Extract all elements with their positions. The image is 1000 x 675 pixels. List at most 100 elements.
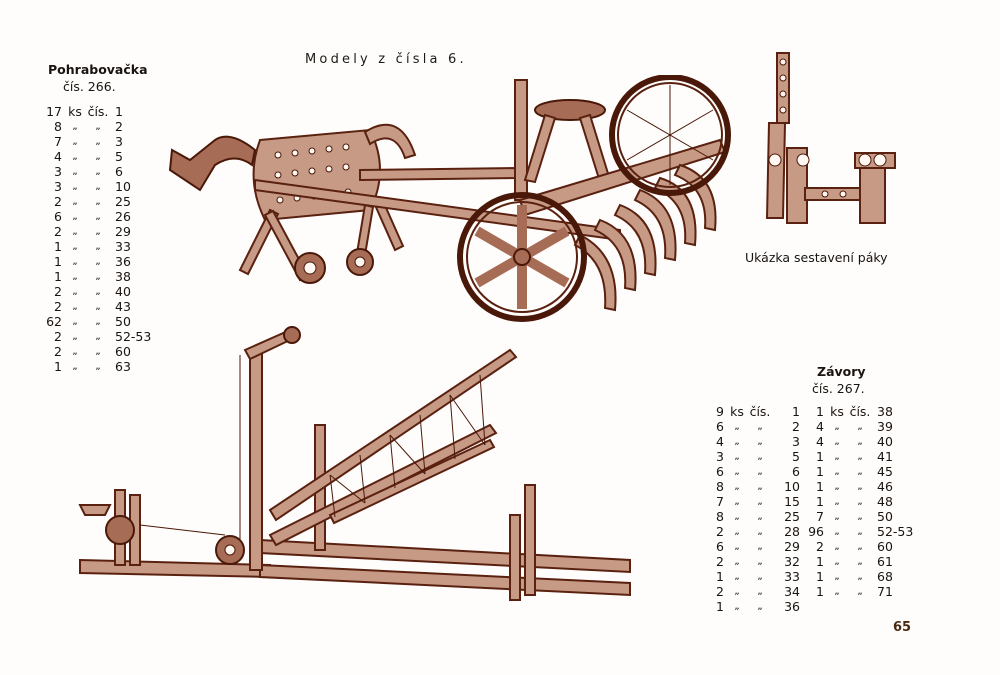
part-ref: „: [757, 496, 763, 507]
rake-frame: [514, 79, 727, 217]
part-number: 1: [792, 404, 800, 419]
rake-illustration: [168, 75, 731, 322]
part-row: 6„„6: [706, 464, 800, 479]
part-ref: „: [95, 196, 101, 207]
part-quantity: 4: [816, 419, 824, 434]
part-quantity: 2: [816, 539, 824, 554]
part-quantity: 2: [54, 224, 62, 239]
part-number: 10: [784, 479, 800, 494]
part-quantity: 2: [54, 194, 62, 209]
part-row: 1„„63: [44, 359, 157, 374]
part-quantity: 7: [816, 509, 824, 524]
part-quantity: 2: [54, 299, 62, 314]
part-number: 1: [115, 104, 123, 119]
part-unit: „: [734, 421, 740, 432]
part-number: 28: [784, 524, 800, 539]
part-number: 5: [115, 149, 123, 164]
part-quantity: 4: [716, 434, 724, 449]
part-quantity: 4: [54, 149, 62, 164]
part-number: 52-53: [877, 524, 914, 539]
part-row: 1„„68: [806, 569, 919, 584]
rake-wheel-front: [457, 192, 587, 322]
part-number: 6: [115, 164, 123, 179]
part-number: 33: [784, 569, 800, 584]
part-quantity: 1: [816, 404, 824, 419]
part-ref: „: [95, 331, 101, 342]
part-quantity: 2: [716, 524, 724, 539]
part-number: 45: [877, 464, 893, 479]
part-row: 2„„60: [806, 539, 919, 554]
barrier-boom: [139, 348, 518, 565]
part-number: 43: [115, 299, 131, 314]
part-number: 5: [792, 449, 800, 464]
part-number: 2: [115, 119, 123, 134]
part-ref: „: [857, 526, 863, 537]
part-quantity: 6: [716, 464, 724, 479]
part-row: 1„„46: [806, 479, 919, 494]
part-quantity: 1: [816, 584, 824, 599]
part-unit: „: [72, 136, 78, 147]
part-number: 61: [877, 554, 893, 569]
part-ref: „: [95, 346, 101, 357]
part-ref: „: [857, 556, 863, 567]
part-row: 1„„71: [806, 584, 919, 599]
part-ref: „: [857, 586, 863, 597]
part-ref: „: [95, 166, 101, 177]
part-quantity: 2: [54, 344, 62, 359]
part-number: 6: [792, 464, 800, 479]
barrier-base: [78, 489, 631, 597]
model-266-number: čís. 266.: [63, 79, 116, 94]
part-ref: čís.: [749, 404, 771, 419]
page-number: 65: [893, 620, 912, 635]
part-quantity: 1: [816, 479, 824, 494]
lever-detail-illustration: [765, 52, 896, 224]
part-row: 4„„39: [806, 419, 919, 434]
part-row: 6„„2: [706, 419, 800, 434]
part-unit: „: [834, 556, 840, 567]
part-number: 3: [115, 134, 123, 149]
model-267-name: Závory: [817, 364, 866, 379]
part-ref: „: [95, 136, 101, 147]
part-row: 2„„40: [44, 284, 157, 299]
part-ref: „: [95, 226, 101, 237]
part-quantity: 8: [716, 509, 724, 524]
part-row: 6„„29: [706, 539, 800, 554]
part-unit: „: [734, 526, 740, 537]
part-row: 1„„36: [706, 599, 800, 614]
part-ref: „: [95, 286, 101, 297]
part-row: 2„„43: [44, 299, 157, 314]
part-quantity: 8: [54, 119, 62, 134]
part-unit: „: [72, 121, 78, 132]
part-row: 2„„29: [44, 224, 157, 239]
part-unit: „: [72, 241, 78, 252]
part-ref: „: [757, 571, 763, 582]
part-unit: „: [834, 571, 840, 582]
rake-wheel-back: [609, 75, 731, 196]
part-ref: „: [857, 451, 863, 462]
part-unit: „: [834, 586, 840, 597]
part-ref: „: [757, 601, 763, 612]
part-number: 60: [115, 344, 131, 359]
part-ref: „: [95, 241, 101, 252]
part-row: 7„„15: [706, 494, 800, 509]
part-row: 1„„61: [806, 554, 919, 569]
part-row: 6„„26: [44, 209, 157, 224]
part-row: 2„„34: [706, 584, 800, 599]
part-ref: „: [95, 361, 101, 372]
part-quantity: 6: [54, 209, 62, 224]
part-ref: „: [757, 481, 763, 492]
part-quantity: 1: [816, 449, 824, 464]
part-row: 1„„36: [44, 254, 157, 269]
part-number: 41: [877, 449, 893, 464]
part-quantity: 8: [716, 479, 724, 494]
part-number: 48: [877, 494, 893, 509]
part-number: 29: [784, 539, 800, 554]
part-number: 36: [784, 599, 800, 614]
part-ref: „: [857, 541, 863, 552]
part-quantity: 1: [816, 569, 824, 584]
part-unit: „: [72, 331, 78, 342]
